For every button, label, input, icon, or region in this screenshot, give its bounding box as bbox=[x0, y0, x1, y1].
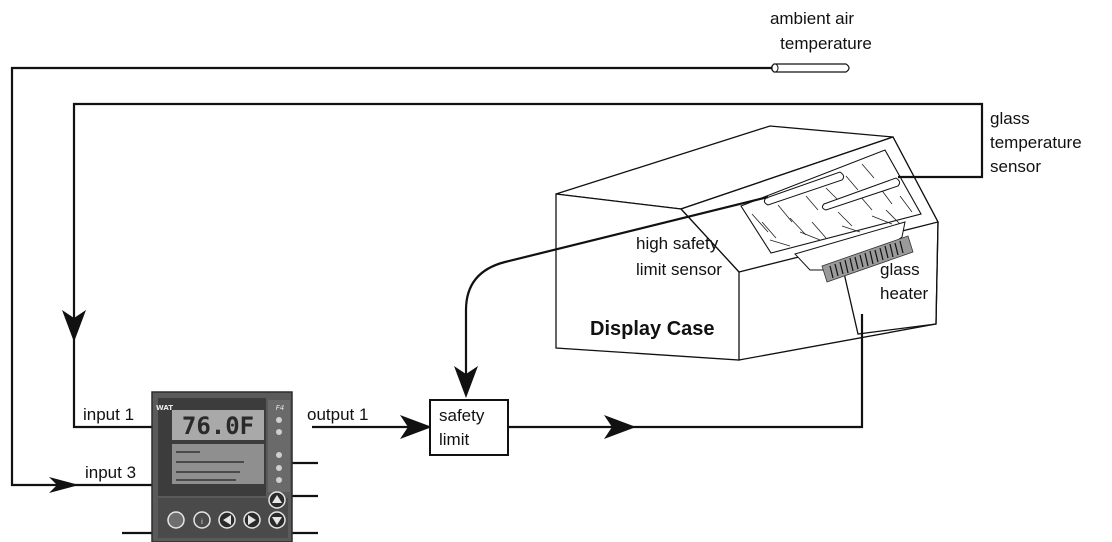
controller-led-display bbox=[172, 410, 264, 440]
ambient-sensor bbox=[770, 63, 850, 73]
ambient-label-line1: ambient air bbox=[770, 9, 854, 28]
controller-button-info[interactable]: i bbox=[193, 511, 211, 529]
glass-sensor-label-line3: sensor bbox=[990, 157, 1041, 176]
controller-button-right[interactable] bbox=[243, 511, 261, 529]
controller-button-down[interactable] bbox=[268, 511, 286, 529]
output1-wire bbox=[312, 415, 432, 439]
safety-limit-box bbox=[429, 399, 509, 456]
heater-label-line2: heater bbox=[880, 284, 929, 303]
controller-display-value: 76.0F bbox=[182, 412, 254, 440]
output1-label: output 1 bbox=[307, 405, 368, 424]
ambient-label-line2: temperature bbox=[780, 34, 872, 53]
controller-button-left[interactable] bbox=[218, 511, 236, 529]
glass-heater bbox=[821, 235, 914, 283]
hl-sensor-wire bbox=[454, 195, 769, 398]
heater-wire bbox=[508, 314, 864, 439]
hl-sensor-label-line2: limit sensor bbox=[636, 260, 722, 279]
glass-sensor-label-line1: glass bbox=[990, 109, 1030, 128]
glass-sensor-wire bbox=[62, 102, 984, 429]
tube-upper bbox=[763, 171, 845, 206]
heater-label-line1: glass bbox=[880, 260, 920, 279]
hl-sensor-label-line1: high safety bbox=[636, 234, 719, 253]
safety-limit-label-line2: limit bbox=[439, 430, 469, 449]
input3-label: input 3 bbox=[85, 463, 136, 482]
controller-button-reset[interactable] bbox=[167, 511, 185, 529]
controller-terminals bbox=[122, 461, 318, 535]
svg-text:i: i bbox=[201, 518, 203, 526]
safety-limit-label-line1: safety bbox=[439, 406, 485, 425]
tube-lower bbox=[821, 177, 901, 211]
ambient-wire bbox=[10, 66, 776, 493]
display-case bbox=[555, 125, 939, 361]
controller-model-mark: F4 bbox=[276, 404, 284, 412]
input1-label: input 1 bbox=[83, 405, 134, 424]
controller-brand: WAT bbox=[156, 404, 173, 412]
glass-sensor-label-line2: temperature bbox=[990, 133, 1082, 152]
display-case-label: Display Case bbox=[590, 318, 715, 340]
controller-button-up[interactable] bbox=[268, 491, 286, 509]
